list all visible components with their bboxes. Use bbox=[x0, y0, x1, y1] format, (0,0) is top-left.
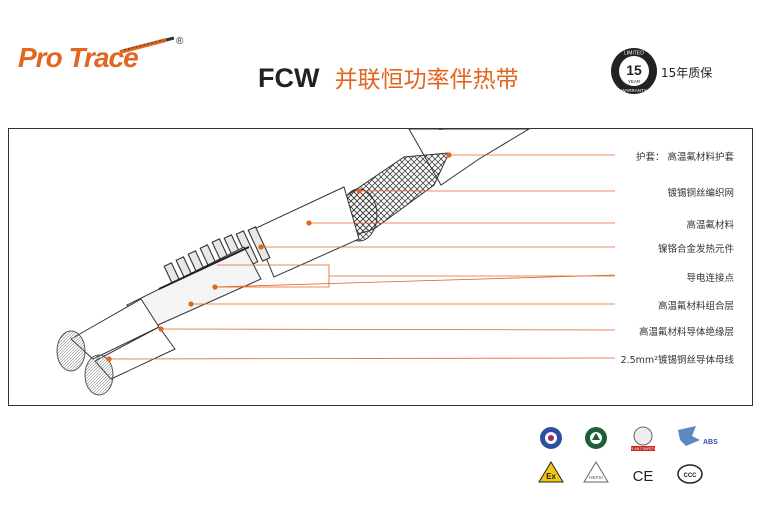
registered-mark: ® bbox=[176, 36, 184, 47]
layer-label-conductor: 2.5mm²镀锡铜丝导体母线 bbox=[620, 355, 734, 366]
nepsi-mark-icon: NEPSI bbox=[583, 461, 609, 483]
layer-label-fluoro: 高温氟材料 bbox=[686, 220, 734, 231]
product-code: FCW bbox=[258, 63, 320, 93]
layer-label-jacket: 护套： 高温氟材料护套 bbox=[635, 152, 734, 163]
warranty-badge-icon: 15 YEAR LIMITED WARRANTY bbox=[611, 48, 657, 94]
plant-safety-icon: PLANT SAFETY bbox=[630, 426, 657, 451]
nepsi-text: NEPSI bbox=[589, 475, 603, 480]
ccc-text: CCC bbox=[684, 473, 698, 479]
abs-text: ABS bbox=[703, 439, 718, 446]
warranty-text: 15年质保 bbox=[661, 66, 713, 80]
layer-label-connection-point: 导电连接点 bbox=[686, 273, 734, 284]
ce-mark-icon: CE bbox=[633, 468, 654, 485]
ex-mark-icon: Ex bbox=[538, 461, 564, 483]
warranty-ring-top: LIMITED bbox=[624, 51, 644, 57]
ccc-mark-icon: CCC bbox=[677, 464, 703, 484]
badge-green-icon bbox=[585, 427, 607, 449]
warranty-ring-bottom: WARRANTY bbox=[621, 88, 647, 93]
cable-diagram: 护套： 高温氟材料护套 镀锡铜丝编织网 高温氟材料 镍铬合金发热元件 导电连接点… bbox=[8, 118, 753, 406]
plant-safety-text: PLANT SAFETY bbox=[630, 447, 656, 451]
layer-label-insulation: 高温氟材料导体绝缘层 bbox=[638, 327, 734, 338]
badge-blue-icon bbox=[540, 427, 562, 449]
product-name: 并联恒功率伴热带 bbox=[334, 67, 519, 93]
layer-label-composite: 高温氟材料组合层 bbox=[657, 301, 734, 312]
layer-label-heating-element: 镍铬合金发热元件 bbox=[657, 244, 734, 255]
brand-logo: Pro Trace ® bbox=[18, 36, 183, 80]
ex-text: Ex bbox=[546, 472, 556, 481]
brand-name: Pro Trace bbox=[18, 42, 139, 73]
page-title: FCW 并联恒功率伴热带 bbox=[258, 60, 519, 94]
cable-illustration bbox=[56, 118, 616, 396]
warranty-year-word: YEAR bbox=[628, 79, 641, 84]
ce-text: CE bbox=[633, 468, 654, 485]
abs-eagle-icon: ABS bbox=[678, 426, 718, 446]
warranty-years: 15 bbox=[626, 62, 642, 78]
certification-marks: PLANT SAFETY ABS Ex NEPSI CE CCC bbox=[528, 424, 728, 492]
layer-label-braid: 镀锡铜丝编织网 bbox=[667, 188, 734, 199]
cable-logo-icon bbox=[119, 36, 175, 54]
